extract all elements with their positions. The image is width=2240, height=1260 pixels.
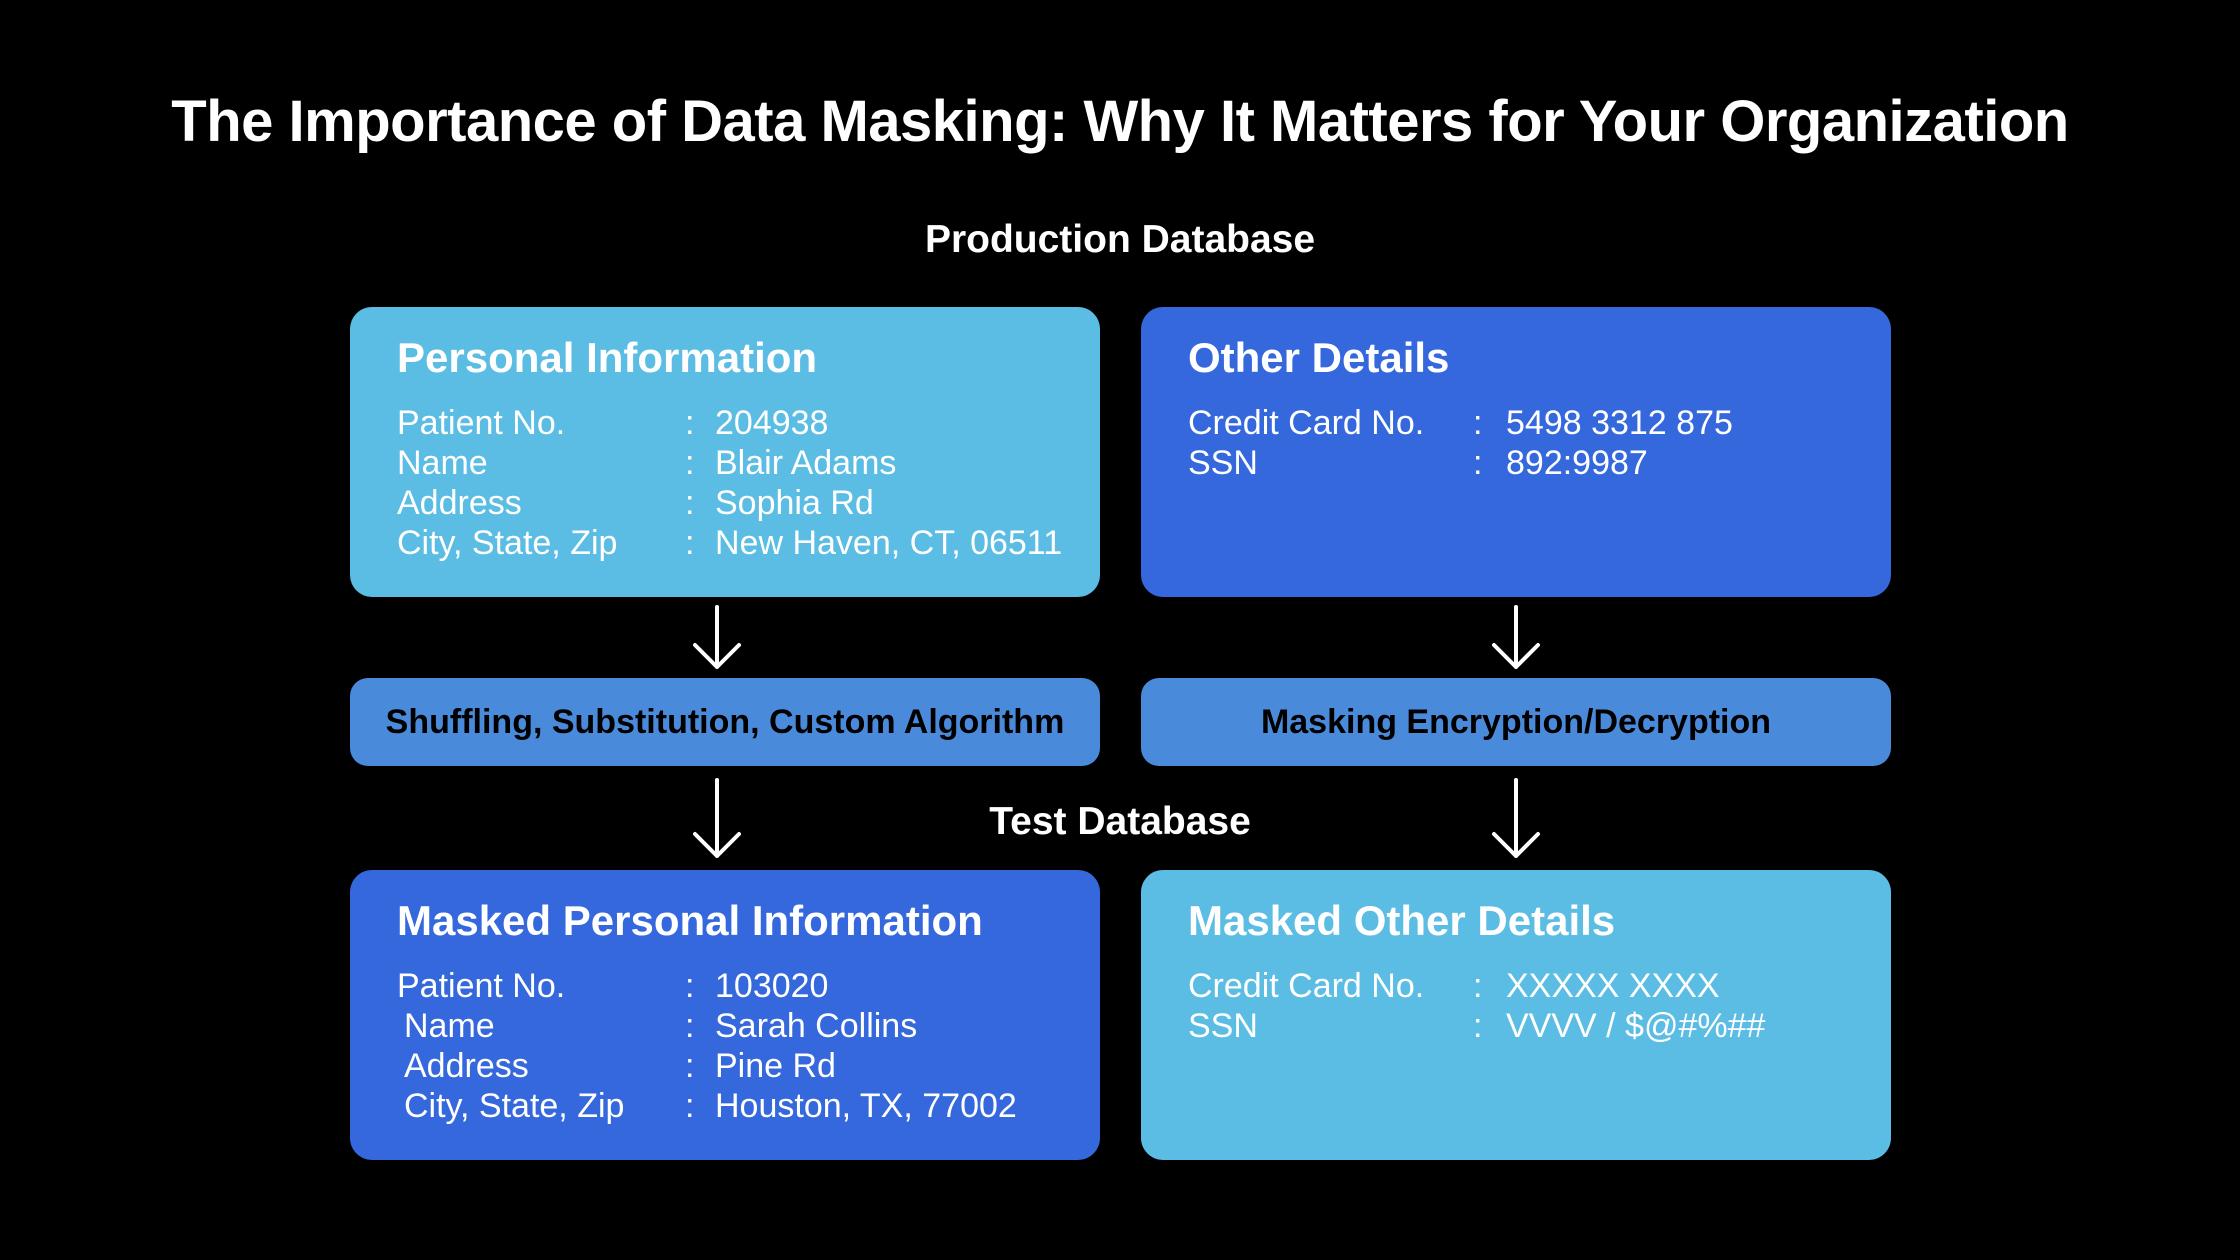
field-label: Patient No.	[397, 967, 566, 1005]
card-title: Masked Personal Information	[397, 897, 983, 944]
field-row: Address : Pine Rd	[397, 1046, 1100, 1086]
field-separator: :	[1473, 444, 1483, 482]
page-title: The Importance of Data Masking: Why It M…	[171, 89, 2069, 154]
field-separator: :	[685, 524, 695, 562]
field-label: SSN	[1188, 444, 1258, 482]
field-separator: :	[685, 404, 695, 442]
arrow-down-icon	[693, 605, 741, 669]
production-database-label: Production Database	[924, 218, 1316, 261]
field-label: Name	[397, 444, 488, 482]
arrow-down-icon	[693, 778, 741, 858]
field-row: Address : Sophia Rd	[397, 483, 1100, 523]
field-separator: :	[685, 444, 695, 482]
field-value: 103020	[715, 967, 829, 1005]
arrow-down-icon	[1492, 778, 1540, 858]
field-separator: :	[1473, 1007, 1483, 1045]
field-row: SSN : 892:9987	[1188, 443, 1891, 483]
field-value: Sarah Collins	[715, 1007, 918, 1045]
field-separator: :	[1473, 404, 1483, 442]
field-row: SSN : VVVV / $@#%##	[1188, 1006, 1891, 1046]
field-label: City, State, Zip	[404, 1087, 625, 1125]
field-label: Patient No.	[397, 404, 566, 442]
field-value: XXXXX XXXX	[1506, 967, 1720, 1005]
field-row: City, State, Zip : Houston, TX, 77002	[397, 1086, 1100, 1126]
field-row: Credit Card No. : XXXXX XXXX	[1188, 966, 1891, 1006]
field-separator: :	[685, 1087, 695, 1125]
field-value: 892:9987	[1506, 444, 1648, 482]
field-separator: :	[685, 484, 695, 522]
field-value: VVVV / $@#%##	[1506, 1007, 1766, 1045]
field-label: City, State, Zip	[397, 524, 618, 562]
field-label: Address	[397, 484, 522, 522]
field-value: Sophia Rd	[715, 484, 874, 522]
masked-personal-information-card: Masked Personal Information Patient No. …	[350, 870, 1100, 1160]
card-title: Other Details	[1188, 334, 1450, 381]
masking-method-right: Masking Encryption/Decryption	[1141, 678, 1891, 766]
field-value: 5498 3312 875	[1506, 404, 1733, 442]
field-row: Patient No. : 103020	[397, 966, 1100, 1006]
field-row: Credit Card No. : 5498 3312 875	[1188, 403, 1891, 443]
field-separator: :	[685, 967, 695, 1005]
masking-method-left: Shuffling, Substitution, Custom Algorith…	[350, 678, 1100, 766]
field-value: 204938	[715, 404, 829, 442]
personal-information-card: Personal Information Patient No. : 20493…	[350, 307, 1100, 597]
field-label: Address	[404, 1047, 529, 1085]
field-label: Name	[404, 1007, 495, 1045]
field-row: Name : Blair Adams	[397, 443, 1100, 483]
field-value: Blair Adams	[715, 444, 897, 482]
field-value: Houston, TX, 77002	[715, 1087, 1017, 1125]
masked-other-details-card: Masked Other Details Credit Card No. : X…	[1141, 870, 1891, 1160]
field-value: New Haven, CT, 06511	[715, 524, 1063, 562]
card-title: Personal Information	[397, 334, 818, 381]
test-database-label: Test Database	[989, 800, 1251, 843]
field-row: Patient No. : 204938	[397, 403, 1100, 443]
field-row: City, State, Zip : New Haven, CT, 06511	[397, 523, 1100, 563]
field-label: SSN	[1188, 1007, 1258, 1045]
field-label: Credit Card No.	[1188, 404, 1425, 442]
field-label: Credit Card No.	[1188, 967, 1425, 1005]
other-details-card: Other Details Credit Card No. : 5498 331…	[1141, 307, 1891, 597]
field-separator: :	[685, 1007, 695, 1045]
field-separator: :	[685, 1047, 695, 1085]
card-title: Masked Other Details	[1188, 897, 1616, 944]
field-value: Pine Rd	[715, 1047, 836, 1085]
field-separator: :	[1473, 967, 1483, 1005]
field-row: Name : Sarah Collins	[397, 1006, 1100, 1046]
arrow-down-icon	[1492, 605, 1540, 669]
